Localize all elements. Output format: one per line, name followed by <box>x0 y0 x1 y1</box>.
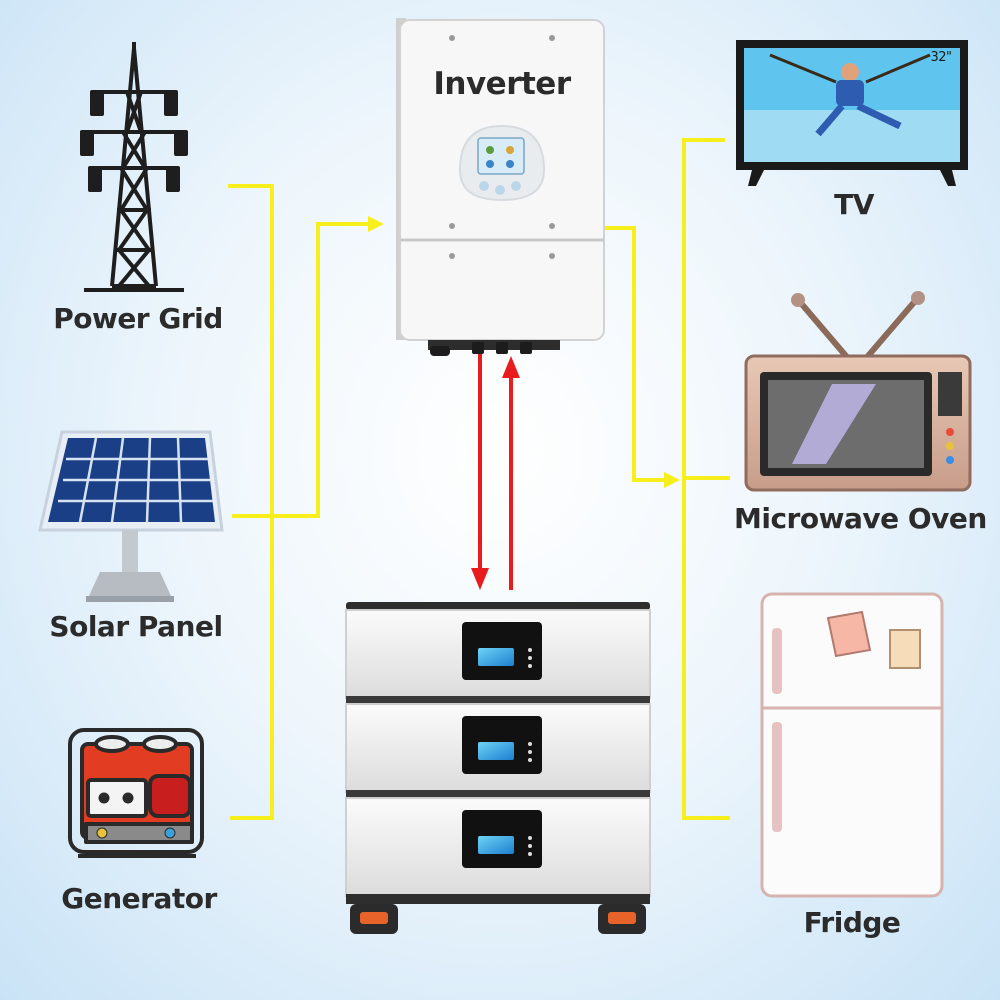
inverter-label: Inverter <box>433 66 571 102</box>
battery-wheels <box>350 904 646 934</box>
microwave-oven-icon <box>744 291 972 492</box>
microwave-oven-label: Microwave Oven <box>734 502 987 535</box>
tv-label: TV <box>834 188 874 221</box>
wire-arrow-loads-in <box>664 472 680 488</box>
power-grid-label: Power Grid <box>53 302 223 335</box>
wires <box>228 138 730 820</box>
solar-panel-icon <box>38 430 224 602</box>
battery-display <box>462 810 542 868</box>
fridge-icon <box>760 592 944 898</box>
tv-icon <box>736 40 968 186</box>
generator-icon <box>68 728 204 858</box>
generator-label: Generator <box>61 882 217 915</box>
wire-arrow-inverter-in <box>368 216 384 232</box>
battery-display <box>462 622 542 680</box>
inverter-icon <box>396 18 605 356</box>
power-grid-icon <box>80 42 188 292</box>
tv-size-label: 32" <box>930 50 952 65</box>
battery-flow-arrows <box>471 352 520 590</box>
battery-stack-icon <box>345 602 651 934</box>
wire-solar-to-inverter <box>232 222 370 518</box>
wire-inverter-to-loads <box>604 226 664 482</box>
wire-power-grid <box>228 184 274 820</box>
arrow-up-to-inverter <box>502 356 520 378</box>
solar-panel-label: Solar Panel <box>49 610 223 643</box>
fridge-label: Fridge <box>803 906 901 939</box>
arrow-down-to-battery <box>471 568 489 590</box>
battery-display <box>462 716 542 774</box>
